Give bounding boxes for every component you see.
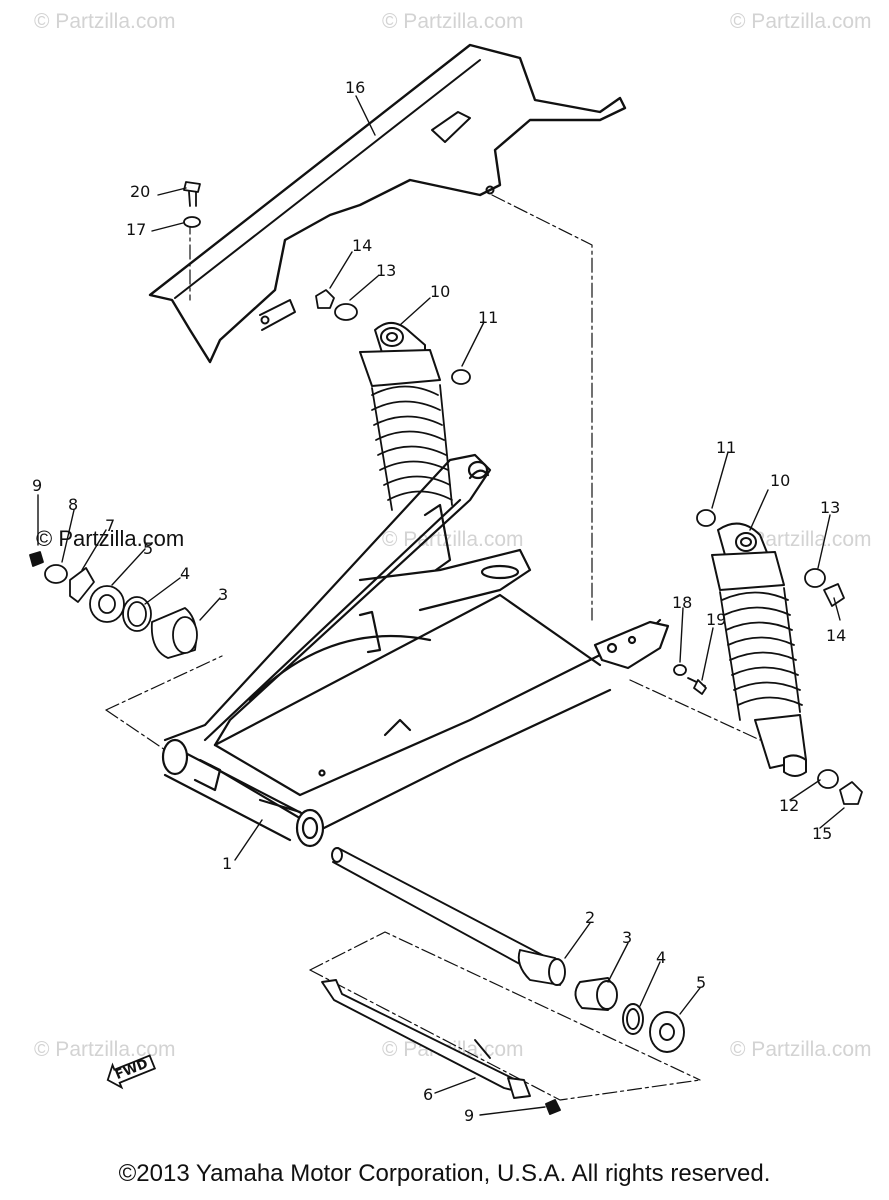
callout-label: 11: [716, 438, 737, 457]
callout-label: 4: [656, 948, 667, 967]
top-left-hardware: [183, 181, 201, 228]
watermark: © Partzilla.com: [34, 1038, 176, 1061]
upper-shock-hardware: [315, 289, 471, 385]
right-hardware: [673, 509, 863, 805]
watermark-dark: © Partzilla.com: [36, 526, 185, 551]
watermark: © Partzilla.com: [730, 10, 872, 33]
watermark: © Partzilla.com: [730, 1038, 872, 1061]
callout-label: 4: [180, 564, 191, 583]
watermark: © Partzilla.com: [382, 10, 524, 33]
watermark: © Partzilla.com: [730, 528, 872, 551]
swing-arm: [163, 453, 670, 832]
callout-label: 20: [130, 182, 151, 201]
callout-label: 14: [352, 236, 373, 255]
leader-lines: [37, 95, 845, 1116]
callout-label: 15: [812, 824, 833, 843]
callout-label: 9: [32, 476, 43, 495]
guide-lines: [105, 194, 761, 1101]
watermark: © Partzilla.com: [382, 528, 524, 551]
callout-label: 3: [622, 928, 633, 947]
callout-label: 5: [696, 973, 707, 992]
callout-label: 17: [126, 220, 147, 239]
callout-label: 13: [376, 261, 397, 280]
callout-label: 2: [585, 908, 596, 927]
callout-label: 13: [820, 498, 841, 517]
callout-label: 16: [345, 78, 366, 97]
watermark: © Partzilla.com: [34, 10, 176, 33]
pivot-tubes: [161, 738, 325, 848]
callout-label: 7: [105, 516, 116, 535]
callout-label: 8: [68, 495, 79, 514]
callout-label: 5: [143, 539, 154, 558]
rear-shock-left: [359, 322, 453, 511]
callout-label: 18: [672, 593, 693, 612]
callout-label: 9: [464, 1106, 475, 1125]
chain-case: [148, 43, 627, 364]
callout-label: 19: [706, 610, 727, 629]
callout-label: 10: [770, 471, 791, 490]
callout-label: 11: [478, 308, 499, 327]
callout-label: 10: [430, 282, 451, 301]
copyright-notice: ©2013 Yamaha Motor Corporation, U.S.A. A…: [118, 1160, 771, 1187]
pivot-shaft-assembly: [321, 847, 685, 1115]
left-hardware: [29, 551, 198, 659]
rear-shock-right: [711, 522, 807, 777]
forward-arrow-icon: FWD: [100, 1047, 159, 1094]
callout-label: 14: [826, 626, 847, 645]
callout-label: 1: [222, 854, 233, 873]
callout-label: 6: [423, 1085, 434, 1104]
callout-label: 3: [218, 585, 229, 604]
callout-label: 12: [779, 796, 800, 815]
